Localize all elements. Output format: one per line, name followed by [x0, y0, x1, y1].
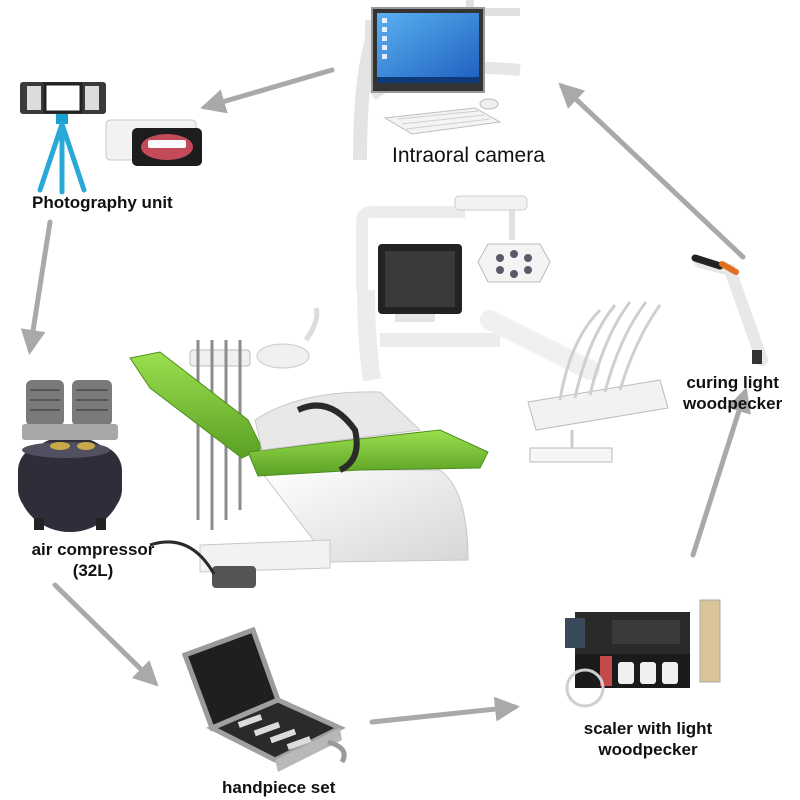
dental-chair-icon: [129, 195, 669, 588]
arrow-icon: [690, 387, 751, 558]
arrow-icon: [20, 219, 53, 355]
label-air-compressor-line2: (32L): [72, 561, 114, 580]
flow-arrows: [20, 67, 751, 725]
arrow-icon: [200, 67, 335, 114]
label-curing-light-line2: woodpecker: [683, 394, 783, 413]
tripod-icon: [20, 82, 202, 195]
label-scaler-line1: scaler with light: [583, 719, 713, 738]
label-intraoral-camera: Intraoral camera: [392, 144, 545, 167]
arrow-icon: [369, 696, 520, 725]
label-curing-light-line1: curing light: [686, 373, 779, 392]
arrow-icon: [558, 82, 746, 260]
label-handpiece-set: handpiece set: [222, 778, 336, 797]
compressor-icon: [18, 380, 122, 532]
monitor-icon: [353, 0, 521, 161]
label-scaler: scaler with light woodpecker: [568, 718, 728, 760]
curing-light-icon: [691, 254, 768, 366]
label-scaler-line2: woodpecker: [598, 740, 698, 759]
case-icon: [181, 626, 347, 772]
label-air-compressor: air compressor (32L): [8, 539, 178, 581]
label-air-compressor-line1: air compressor: [31, 540, 155, 559]
arrow-icon: [52, 582, 159, 687]
label-photography-unit: Photography unit: [32, 193, 173, 212]
label-curing-light: curing light woodpecker: [683, 372, 782, 414]
scaler-icon: [565, 599, 721, 708]
